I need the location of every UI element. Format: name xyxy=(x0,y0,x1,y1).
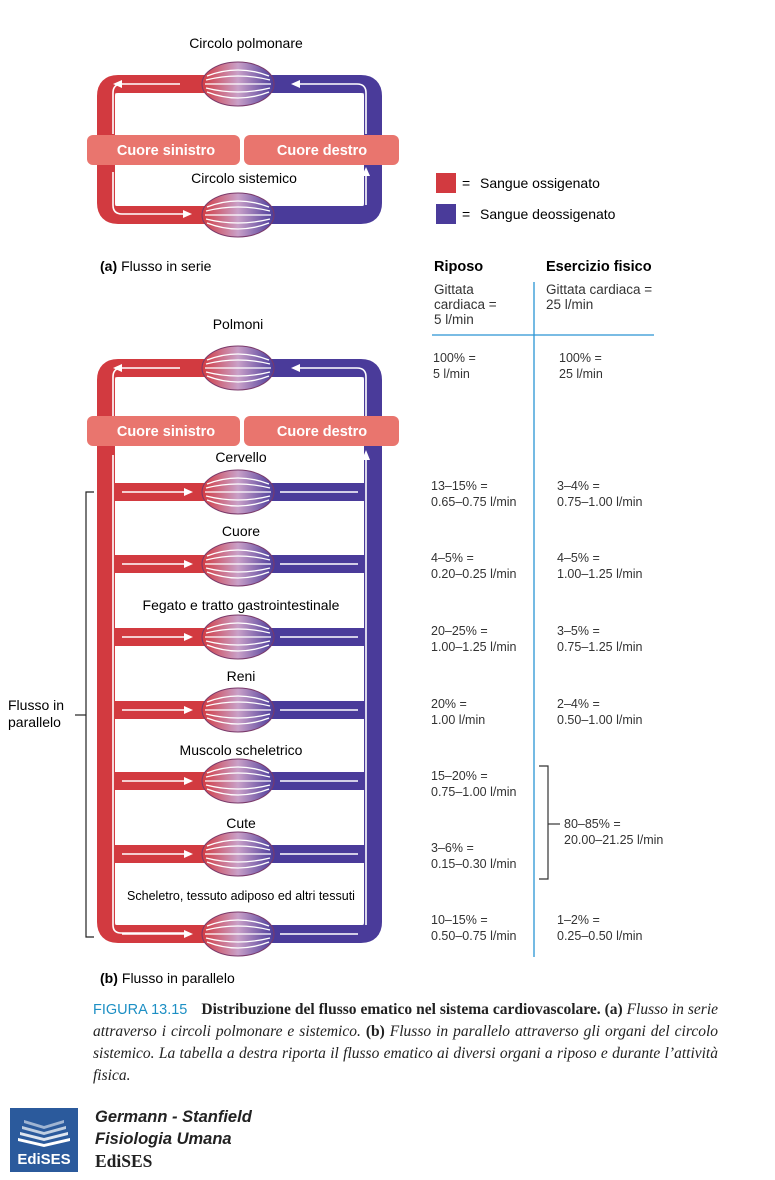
credits-authors: Germann - Stanfield xyxy=(95,1108,252,1126)
left-heart-box-b xyxy=(87,416,240,446)
credits-book: Fisiologia Umana xyxy=(95,1130,232,1148)
rest-flow-value: 20–25% =1.00–1.25 l/min xyxy=(431,624,517,654)
legend-deoxygenated-symbol: = xyxy=(462,206,470,222)
exercise-flow-value: 1–2% =0.25–0.50 l/min xyxy=(557,913,643,943)
organ-capillary-bed xyxy=(201,758,275,804)
book-credits: Germann - Stanfield Fisiologia Umana Edi… xyxy=(95,1106,252,1172)
cardiac-output-exercise: Gittata cardiaca = 25 l/min xyxy=(546,282,656,312)
edises-logo: EdiSES xyxy=(10,1108,78,1172)
organ-capillary-bed xyxy=(201,614,275,660)
exercise-combined-bracket xyxy=(539,765,549,880)
legend-oxygenated-label: Sangue ossigenato xyxy=(480,175,600,191)
header-exercise: Esercizio fisico xyxy=(546,259,652,275)
header-rest: Riposo xyxy=(434,259,483,275)
right-heart-label-b: Cuore destro xyxy=(277,424,367,440)
bracket-label-1: Flusso in xyxy=(8,697,64,713)
organ-label: Fegato e tratto gastrointestinale xyxy=(143,597,340,613)
organ-capillary-bed xyxy=(201,541,275,587)
parallel-bracket xyxy=(85,491,94,938)
left-heart-label: Cuore sinistro xyxy=(117,143,215,159)
blood-flow-table: Riposo Esercizio fisico Gittata cardiaca… xyxy=(431,259,663,957)
credits-publisher: EdiSES xyxy=(95,1151,153,1171)
lung-capillary-bed xyxy=(201,345,275,391)
figure-caption: FIGURA 13.15 Distribuzione del flusso ema… xyxy=(93,999,718,1087)
caption-b-label: (b) xyxy=(365,1023,385,1040)
legend-deoxygenated-label: Sangue deossigenato xyxy=(480,206,616,222)
figure-title: Distribuzione del flusso ematico nel sis… xyxy=(201,1001,601,1018)
left-heart-box xyxy=(87,135,240,165)
rest-flow-value: 10–15% =0.50–0.75 l/min xyxy=(431,913,517,943)
systemic-label: Circolo sistemico xyxy=(191,170,297,186)
deoxygenated-trunk xyxy=(270,359,382,943)
legend-oxygenated-symbol: = xyxy=(462,175,470,191)
organ-capillary-bed xyxy=(201,469,275,515)
right-heart-label: Cuore destro xyxy=(277,143,367,159)
parallel-flow-diagram: Cuore sinistro Cuore destro Polmoni Cerv… xyxy=(8,316,399,986)
legend-oxygenated-swatch xyxy=(436,173,456,193)
series-flow-diagram: Cuore sinistro Cuore destro Circolo polm… xyxy=(87,35,399,274)
right-heart-box xyxy=(244,135,399,165)
rest-flow-value: 3–6% =0.15–0.30 l/min xyxy=(431,841,517,871)
figure-number: FIGURA 13.15 xyxy=(93,1002,188,1018)
pulmonary-capillary-bed xyxy=(201,61,275,107)
panel-a-caption: (a)Flusso in serie xyxy=(100,258,212,274)
left-heart-label-b: Cuore sinistro xyxy=(117,424,215,440)
rest-flow-value: 20% =1.00 l/min xyxy=(431,697,485,727)
exercise-flow-value: 3–5% =0.75–1.25 l/min xyxy=(557,624,643,654)
legend: = Sangue ossigenato = Sangue deossigenat… xyxy=(436,173,616,224)
oxygenated-trunk xyxy=(97,359,205,943)
exercise-flow-value: 3–4% =0.75–1.00 l/min xyxy=(557,479,643,509)
organ-label: Cervello xyxy=(215,449,267,465)
exercise-flow-value: 2–4% =0.50–1.00 l/min xyxy=(557,697,643,727)
pulmonary-label: Circolo polmonare xyxy=(189,35,303,51)
rest-flow-value: 4–5% =0.20–0.25 l/min xyxy=(431,551,517,581)
organ-label: Scheletro, tessuto adiposo ed altri tess… xyxy=(127,889,355,903)
caption-a-text: Flusso in serie attraverso i circoli pol… xyxy=(93,1001,719,1040)
panel-b-caption: (b)Flusso in parallelo xyxy=(100,970,235,986)
caption-b-text: Flusso in parallelo attraverso gli organ… xyxy=(93,1023,718,1084)
right-heart-box-b xyxy=(244,416,399,446)
combined-exercise-value: 80–85% = 20.00–21.25 l/min xyxy=(564,817,663,847)
caption-a-label: (a) xyxy=(604,1001,623,1018)
organ-capillary-bed xyxy=(201,687,275,733)
organ-label: Muscolo scheletrico xyxy=(180,742,303,758)
organ-capillary-bed xyxy=(201,911,275,957)
circulation-diagram: Cuore sinistro Cuore destro Circolo polm… xyxy=(8,35,663,986)
bracket-label-2: parallelo xyxy=(8,714,61,730)
organ-label: Cute xyxy=(226,815,256,831)
organ-label: Reni xyxy=(227,668,256,684)
logo-text: EdiSES xyxy=(17,1151,70,1168)
rest-flow-value: 13–15% =0.65–0.75 l/min xyxy=(431,479,517,509)
lung-flow-rest: 100% = 5 l/min xyxy=(433,351,479,381)
organ-label: Cuore xyxy=(222,523,260,539)
lung-flow-exercise: 100% = 25 l/min xyxy=(559,351,605,381)
exercise-flow-value: 4–5% =1.00–1.25 l/min xyxy=(557,551,643,581)
systemic-capillary-bed xyxy=(201,192,275,238)
organ-capillary-bed xyxy=(201,831,275,877)
legend-deoxygenated-swatch xyxy=(436,204,456,224)
lungs-label: Polmoni xyxy=(213,316,264,332)
cardiac-output-rest: Gittata cardiaca = 5 l/min xyxy=(434,282,500,327)
rest-flow-value: 15–20% =0.75–1.00 l/min xyxy=(431,769,517,799)
